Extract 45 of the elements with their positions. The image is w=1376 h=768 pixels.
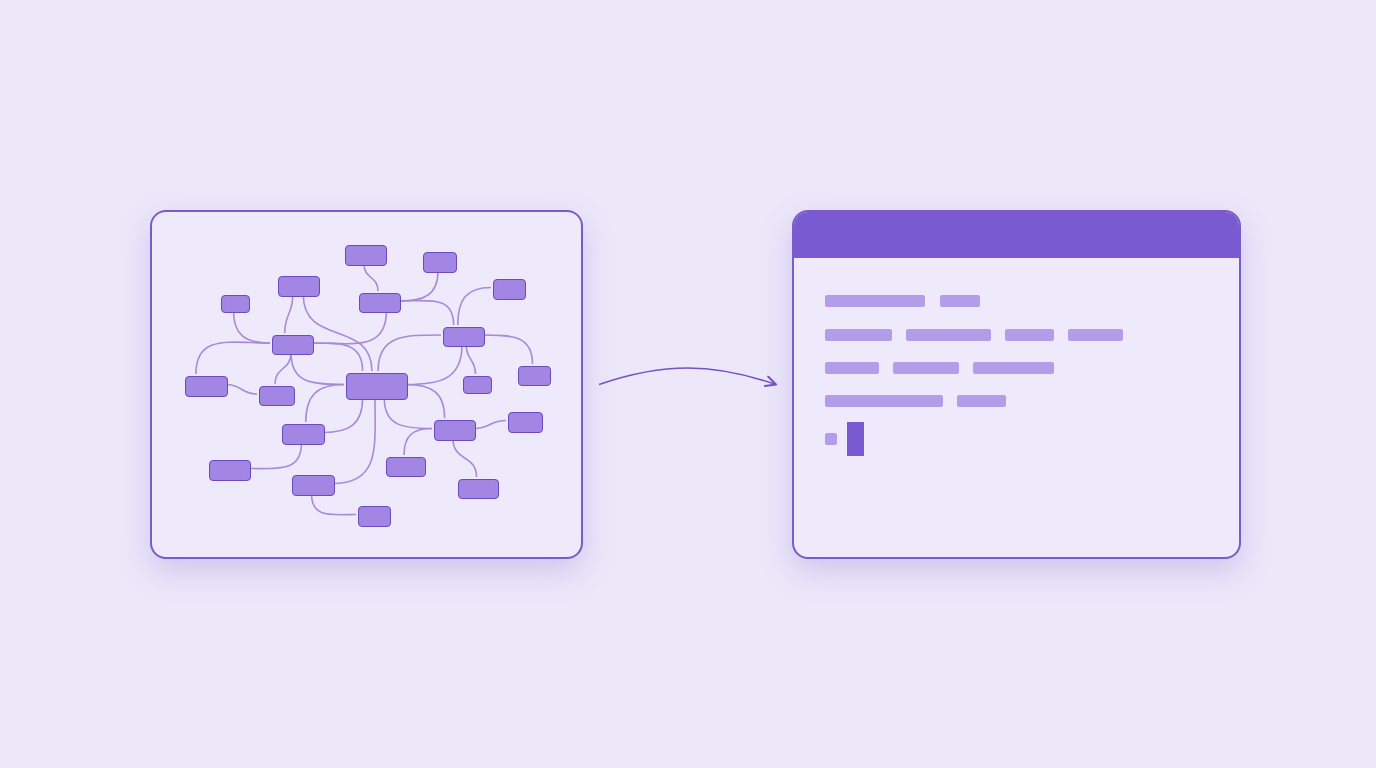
mind-map-node — [423, 252, 457, 273]
connector-line — [452, 438, 478, 478]
connector-line — [363, 263, 379, 292]
mind-map-node — [221, 295, 250, 313]
mind-map-node — [259, 386, 295, 406]
mind-map-node — [272, 335, 314, 355]
connector-line — [283, 294, 294, 334]
mind-map-node — [346, 373, 408, 400]
mind-map-node — [292, 475, 335, 496]
connector-line — [195, 341, 271, 375]
mind-map-node — [493, 279, 526, 300]
mind-map-node — [434, 420, 476, 441]
mind-map-node — [443, 327, 485, 347]
mind-map-node — [463, 376, 492, 394]
connector-line — [225, 383, 258, 395]
connector-line — [405, 383, 446, 419]
mind-map-node — [185, 376, 228, 397]
connector-line — [310, 493, 357, 516]
mind-map-node — [278, 276, 320, 297]
app-window — [792, 210, 1241, 559]
mind-map-node — [458, 479, 499, 499]
connector-line — [465, 344, 477, 375]
mind-map-node — [358, 506, 391, 527]
mind-map-node — [508, 412, 543, 433]
mind-map-node — [359, 293, 401, 313]
mind-map-node — [209, 460, 251, 481]
connector-line — [482, 334, 534, 365]
connector-line — [322, 397, 364, 434]
arrow — [598, 367, 777, 388]
connector-line — [403, 427, 433, 456]
mind-map-node — [282, 424, 325, 445]
mind-map-node — [345, 245, 387, 266]
connector-line — [457, 286, 492, 326]
mind-map-node — [518, 366, 551, 386]
connector-line — [377, 334, 442, 372]
connector-line — [302, 294, 373, 372]
connector-line — [248, 442, 303, 470]
connector-line — [305, 383, 345, 423]
mind-map-node — [386, 457, 426, 477]
connector-line — [473, 419, 507, 430]
diagram-panel — [150, 210, 583, 559]
connector-line — [332, 397, 376, 485]
connector-line — [311, 342, 364, 372]
window-title-bar — [794, 212, 1239, 258]
connector-line — [398, 299, 455, 326]
